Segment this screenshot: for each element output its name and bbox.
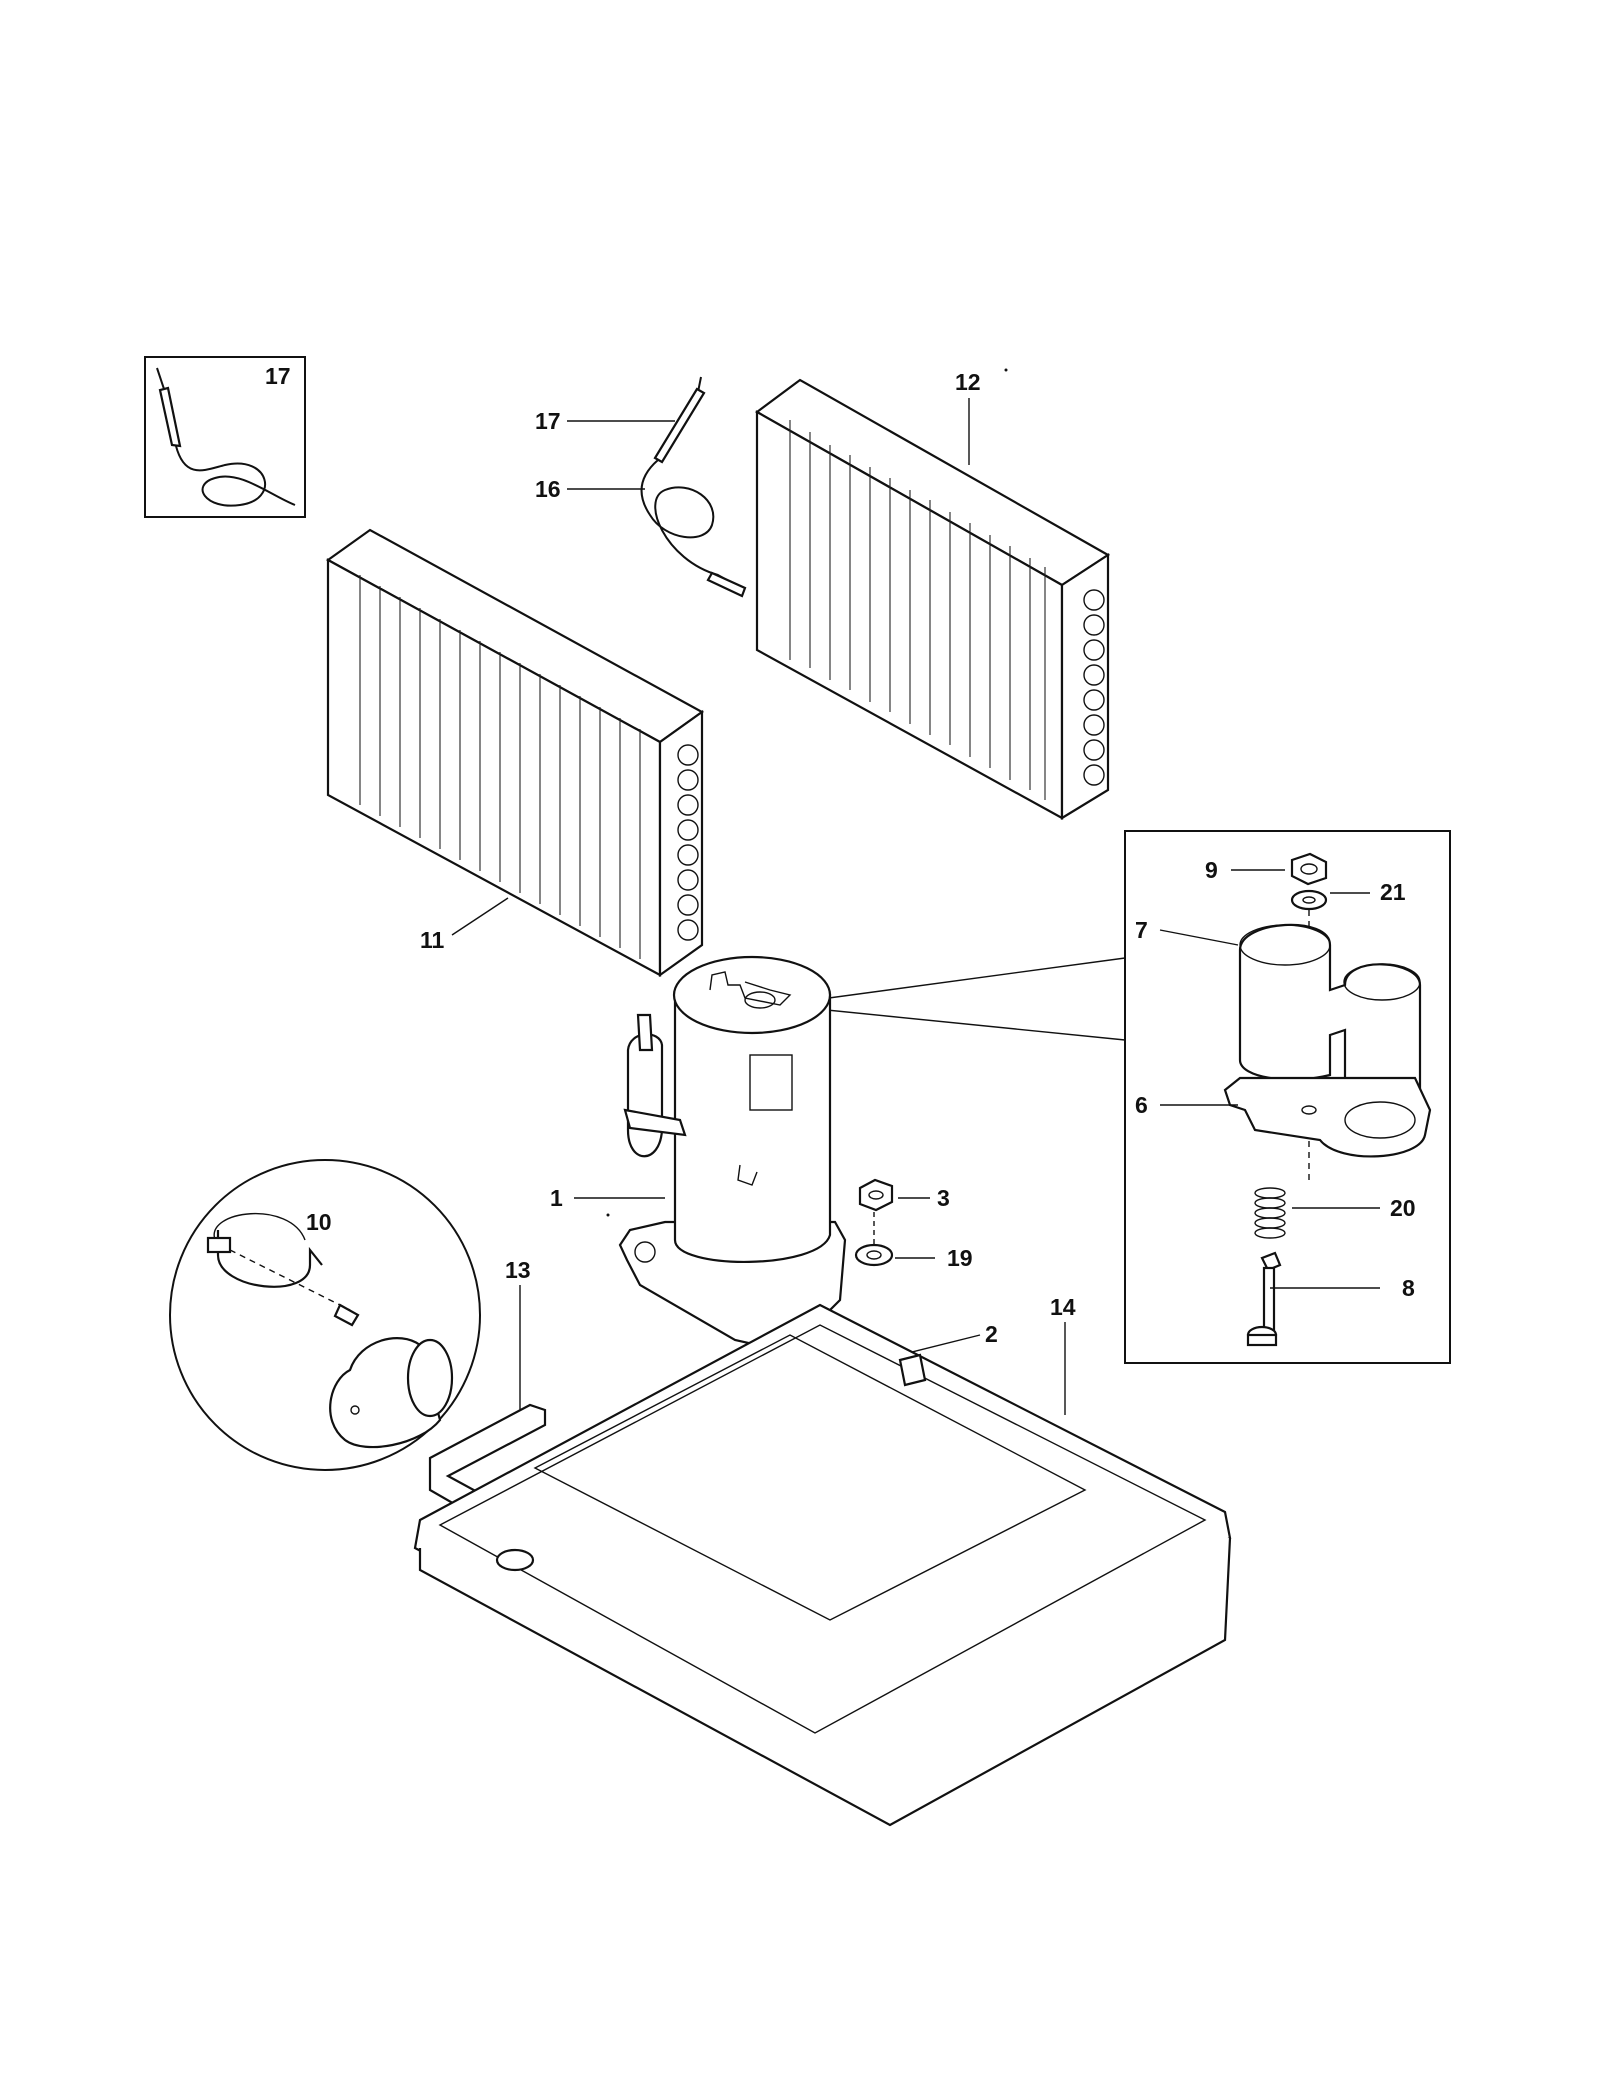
callout-8: 8 <box>1402 1275 1415 1301</box>
callout-13: 13 <box>505 1257 531 1283</box>
bracket-part-6 <box>1223 1076 1432 1158</box>
scan-dot <box>606 1213 610 1217</box>
capillary-tube-assembly: 17 16 <box>535 376 747 598</box>
washer-part-19: 19 <box>854 1212 973 1271</box>
callout-21: 21 <box>1380 879 1406 905</box>
inset-capillary-tube: 17 <box>144 356 306 518</box>
coil-11-fins <box>359 575 641 959</box>
nut-part-3: 3 <box>858 1178 950 1212</box>
detail-circle-overload: 10 <box>169 1159 481 1471</box>
coil-12-fins <box>789 420 1046 800</box>
compressor-part-1: 1 <box>550 955 847 1352</box>
callout-3: 3 <box>937 1185 950 1211</box>
coil-part-12: 12 <box>754 369 1111 820</box>
nut-part-9 <box>1290 852 1328 886</box>
coil-12-tube-bends <box>1083 589 1105 786</box>
detail-box-capacitor-terminal: 9 21 7 6 20 8 <box>776 830 1451 1364</box>
callout-1: 1 <box>550 1185 563 1211</box>
washer-part-21 <box>1290 889 1328 911</box>
coil-part-11: 11 <box>325 528 705 978</box>
callout-17: 17 <box>535 408 561 434</box>
callout-19: 19 <box>947 1245 973 1271</box>
callout-17-inset: 17 <box>265 363 291 389</box>
callout-11: 11 <box>420 927 445 953</box>
callout-16: 16 <box>535 476 561 502</box>
callout-10: 10 <box>306 1209 332 1235</box>
callout-7: 7 <box>1135 917 1148 943</box>
base-pan-part-14: 14 <box>413 1294 1232 1827</box>
spring-part-20 <box>1254 1187 1286 1239</box>
callout-9: 9 <box>1205 857 1218 883</box>
callout-6: 6 <box>1135 1092 1148 1118</box>
callout-14: 14 <box>1050 1294 1076 1320</box>
callout-20: 20 <box>1390 1195 1416 1221</box>
leader-11 <box>451 897 509 936</box>
stud-part-8 <box>1246 1251 1282 1347</box>
callout-12: 12 <box>955 369 981 395</box>
scan-dot <box>1004 368 1008 372</box>
coil-11-tube-bends <box>677 744 699 941</box>
callout-2: 2 <box>985 1321 998 1347</box>
